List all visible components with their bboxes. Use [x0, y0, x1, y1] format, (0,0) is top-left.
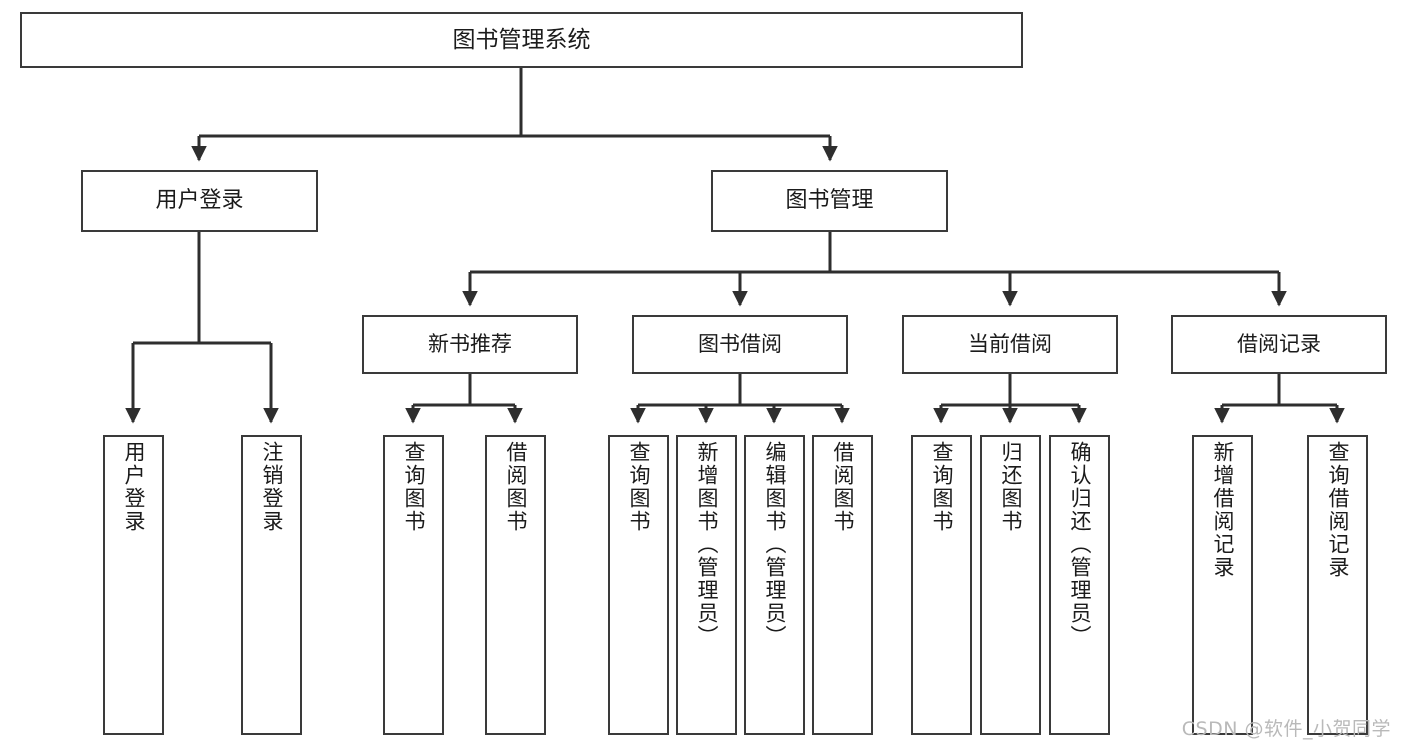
- leaf-book-borrow-3-label: 借阅图书: [831, 441, 855, 533]
- node-new-book-recommend-label: 新书推荐: [428, 332, 512, 357]
- leaf-book-borrow-0-label: 查询图书: [627, 441, 651, 533]
- leaf-book-borrow-1-label: 新增图书（管理员）: [695, 441, 719, 648]
- node-new-book-recommend[interactable]: 新书推荐: [362, 315, 578, 374]
- leaf-new-book-recommend-0[interactable]: 查询图书: [383, 435, 444, 735]
- leaf-book-borrow-2[interactable]: 编辑图书（管理员）: [744, 435, 805, 735]
- leaf-current-borrow-1-label: 归还图书: [999, 441, 1023, 533]
- node-book-manage-label: 图书管理: [785, 188, 874, 214]
- leaf-current-borrow-0-label: 查询图书: [930, 441, 954, 533]
- node-root-label: 图书管理系统: [452, 26, 591, 53]
- leaf-book-borrow-3[interactable]: 借阅图书: [812, 435, 873, 735]
- leaf-new-book-recommend-1-label: 借阅图书: [504, 441, 528, 533]
- leaf-borrow-record-1[interactable]: 查询借阅记录: [1307, 435, 1368, 735]
- leaf-borrow-record-0[interactable]: 新增借阅记录: [1192, 435, 1253, 735]
- watermark: CSDN @软件_小贺同学: [1181, 718, 1391, 740]
- leaf-current-borrow-2-label: 确认归还（管理员）: [1068, 441, 1092, 648]
- leaf-new-book-recommend-1[interactable]: 借阅图书: [485, 435, 546, 735]
- node-root[interactable]: 图书管理系统: [20, 12, 1023, 68]
- leaf-book-borrow-0[interactable]: 查询图书: [608, 435, 669, 735]
- node-user-login-label: 用户登录: [155, 188, 244, 214]
- leaf-borrow-record-1-label: 查询借阅记录: [1326, 441, 1350, 579]
- leaf-user-login-0[interactable]: 用户登录: [103, 435, 164, 735]
- node-book-manage[interactable]: 图书管理: [711, 170, 948, 232]
- leaf-current-borrow-1[interactable]: 归还图书: [980, 435, 1041, 735]
- node-current-borrow-label: 当前借阅: [968, 332, 1052, 357]
- node-borrow-record[interactable]: 借阅记录: [1171, 315, 1387, 374]
- leaf-user-login-1[interactable]: 注销登录: [241, 435, 302, 735]
- leaf-book-borrow-2-label: 编辑图书（管理员）: [763, 441, 787, 648]
- node-book-borrow[interactable]: 图书借阅: [632, 315, 848, 374]
- node-user-login[interactable]: 用户登录: [81, 170, 318, 232]
- node-current-borrow[interactable]: 当前借阅: [902, 315, 1118, 374]
- leaf-user-login-0-label: 用户登录: [122, 441, 146, 533]
- leaf-new-book-recommend-0-label: 查询图书: [402, 441, 426, 533]
- node-borrow-record-label: 借阅记录: [1237, 332, 1321, 357]
- leaf-user-login-1-label: 注销登录: [260, 441, 284, 533]
- leaf-current-borrow-0[interactable]: 查询图书: [911, 435, 972, 735]
- leaf-borrow-record-0-label: 新增借阅记录: [1211, 441, 1235, 579]
- leaf-book-borrow-1[interactable]: 新增图书（管理员）: [676, 435, 737, 735]
- node-book-borrow-label: 图书借阅: [698, 332, 782, 357]
- leaf-current-borrow-2[interactable]: 确认归还（管理员）: [1049, 435, 1110, 735]
